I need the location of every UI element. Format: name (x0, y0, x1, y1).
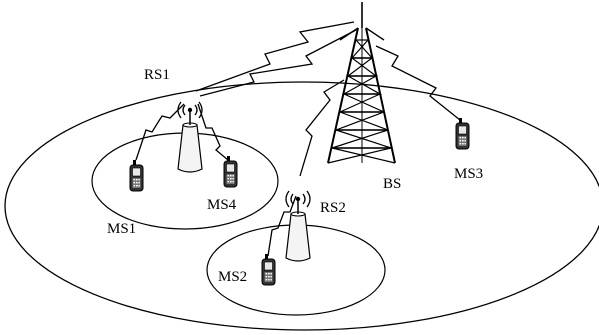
rs2-label: RS2 (320, 200, 346, 216)
bs-coverage-ellipse (4, 81, 599, 331)
ms2-handset-icon (261, 253, 276, 286)
link-rs1-ms1 (135, 103, 185, 161)
ms4-label: MS4 (207, 197, 237, 213)
link-bs-rs1 (195, 21, 355, 92)
link-bs-ms3 (375, 45, 461, 121)
ms3-label: MS3 (454, 166, 483, 182)
rs1-label: RS1 (144, 67, 170, 83)
ms3-handset-icon (455, 117, 470, 150)
link-bs-rs1-lower (199, 29, 357, 97)
ms4-handset-icon (223, 155, 238, 188)
rs2-relay-station-icon (285, 190, 311, 262)
bs-label: BS (383, 176, 401, 192)
ms1-label: MS1 (107, 221, 136, 237)
rs1-relay-station-icon (177, 101, 203, 173)
link-rs2-ms2 (267, 195, 297, 257)
link-rs1-ms4 (197, 103, 229, 161)
ms2-label: MS2 (218, 269, 247, 285)
link-bs-rs2 (299, 79, 345, 177)
ms1-handset-icon (129, 159, 144, 192)
bs-tower-icon (327, 2, 396, 164)
